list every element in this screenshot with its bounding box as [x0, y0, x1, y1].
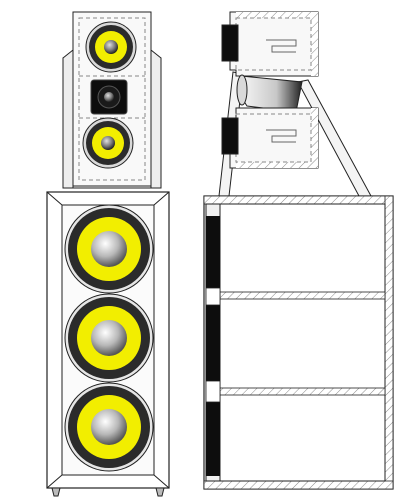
- foot-right: [155, 487, 165, 497]
- top-module-stand-left-side: [62, 48, 74, 189]
- woofer-2: [64, 293, 154, 383]
- woofer-side-2: [206, 305, 220, 381]
- side-view: [203, 11, 394, 490]
- top-module-inner-dashed: [78, 17, 146, 181]
- horn-tweeter: [237, 75, 303, 113]
- front-view: [46, 11, 170, 497]
- baffle-gap-2: [205, 380, 221, 403]
- upper-mid-port: [266, 39, 297, 53]
- upper-mid-hatch-top: [236, 12, 318, 18]
- bass-side-hatch-top: [203, 195, 394, 205]
- lower-mid-inner-dashed: [235, 113, 312, 163]
- tweeter: [90, 79, 128, 115]
- bass-module-side: [203, 195, 394, 490]
- bevel-tr: [153, 191, 170, 206]
- bass-module-front: [46, 191, 170, 497]
- horn-mouth: [236, 74, 248, 106]
- bass-side-hatch-right: [384, 195, 394, 490]
- lower-mid-hatch-bottom: [236, 162, 318, 168]
- bevel-tl: [46, 191, 63, 206]
- bevel-br: [153, 474, 170, 489]
- shelf-1: [219, 291, 386, 300]
- upper-mid-hatch-right: [311, 12, 318, 76]
- shelf-2: [219, 387, 386, 396]
- top-module-front: [62, 11, 162, 189]
- lower-mid-magnet: [221, 117, 239, 155]
- midrange-driver-upper: [85, 21, 137, 73]
- top-module-stand-right-side: [150, 48, 162, 189]
- bass-side-inner: [219, 203, 386, 482]
- upper-mid-enclosure: [229, 11, 319, 77]
- baffle-gap-1: [205, 287, 221, 306]
- bass-side-hatch-bottom: [203, 480, 394, 490]
- top-module-side: [221, 11, 319, 169]
- lower-mid-port: [266, 129, 297, 143]
- midrange-driver-lower: [82, 117, 134, 169]
- bevel-bl: [46, 474, 63, 489]
- woofer-side-1: [206, 216, 220, 288]
- lower-mid-enclosure: [229, 107, 319, 169]
- foot-left: [51, 487, 61, 497]
- woofer-side-3: [206, 402, 220, 476]
- woofer-3: [64, 382, 154, 472]
- woofer-1: [64, 204, 154, 294]
- lower-mid-hatch-right: [311, 108, 318, 168]
- upper-mid-magnet: [221, 24, 239, 62]
